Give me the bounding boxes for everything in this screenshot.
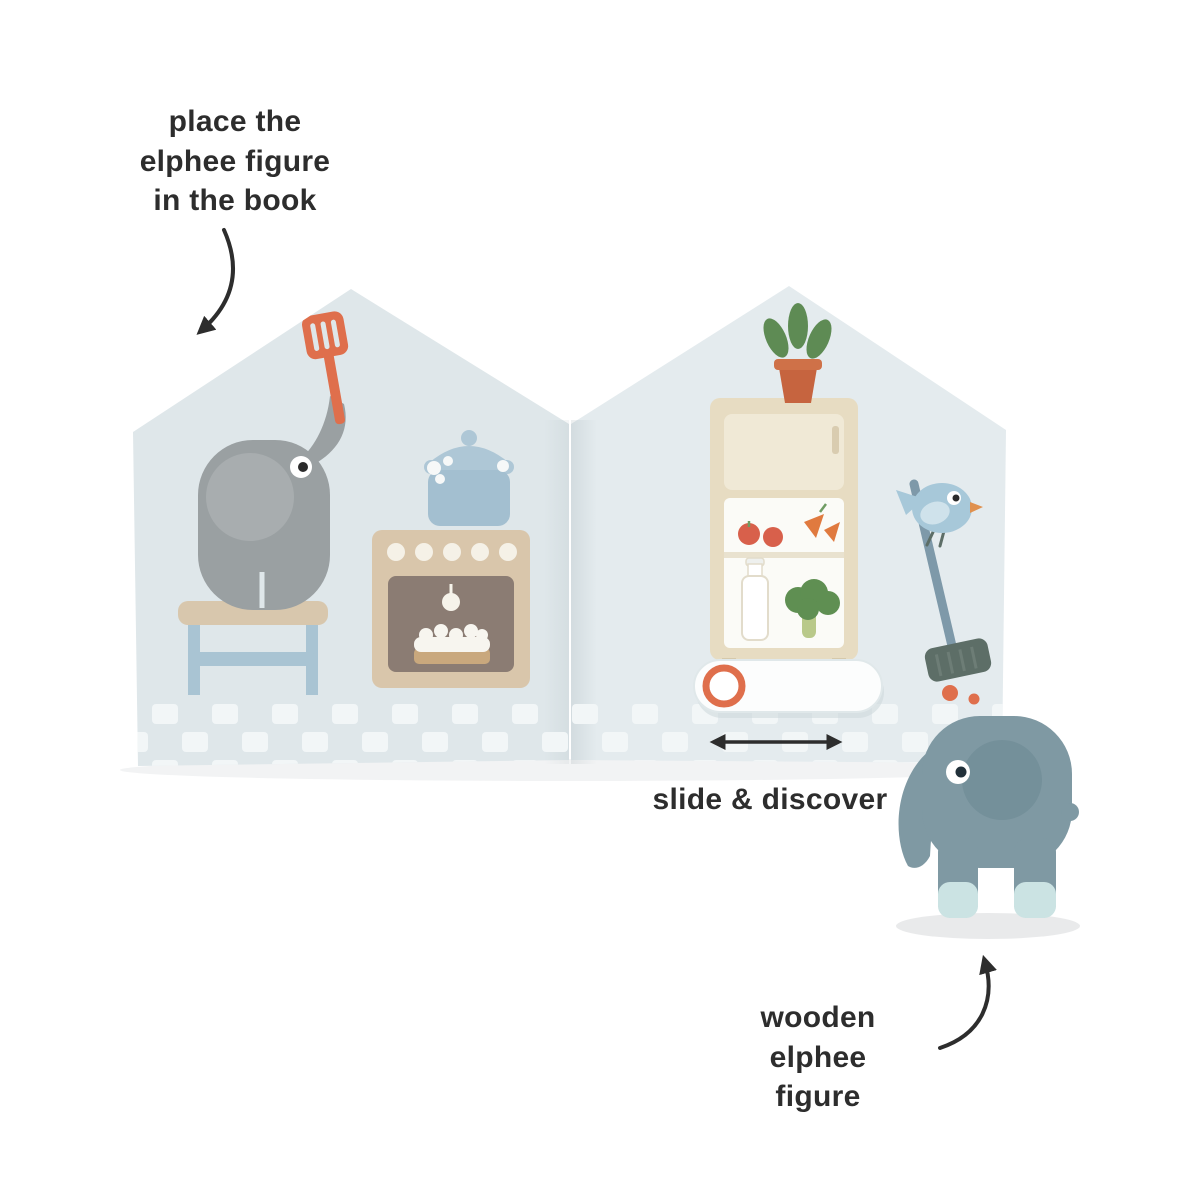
figure-tail bbox=[1061, 803, 1079, 821]
arrow-to-book bbox=[196, 228, 236, 335]
stove-knob bbox=[415, 543, 433, 561]
wooden-elephant-figure bbox=[898, 716, 1079, 918]
cake-bump bbox=[464, 624, 478, 638]
plant-pot bbox=[779, 368, 817, 403]
spatula-slot bbox=[320, 321, 330, 350]
spatula-icon bbox=[301, 311, 349, 425]
milk-bottle-icon bbox=[741, 557, 769, 641]
broom-bristle bbox=[958, 649, 966, 672]
checkered-floor-left bbox=[133, 698, 569, 766]
plant-leaf bbox=[788, 303, 808, 349]
stove-knob bbox=[471, 543, 489, 561]
milk-body bbox=[741, 575, 769, 641]
bird-wing bbox=[920, 501, 950, 525]
bird-beak bbox=[970, 502, 983, 513]
broom-bristle bbox=[970, 646, 978, 669]
carrot-icon bbox=[804, 514, 824, 538]
slider-finger-ring bbox=[702, 664, 746, 708]
plant-leaf bbox=[763, 318, 789, 358]
plant-pot-rim bbox=[774, 359, 822, 370]
cake-bump bbox=[476, 629, 488, 641]
pot-illustration bbox=[424, 430, 514, 526]
left-page-scene bbox=[133, 311, 569, 766]
apple-icon bbox=[738, 523, 760, 545]
bird-legs bbox=[925, 528, 946, 548]
broom-bristle bbox=[934, 654, 943, 677]
pot-foam bbox=[427, 461, 441, 475]
broccoli-floret bbox=[816, 591, 840, 615]
oven-lamp bbox=[442, 593, 460, 611]
fridge-handle bbox=[832, 426, 839, 454]
pot-foam bbox=[497, 460, 509, 472]
elephant-pupil bbox=[298, 462, 308, 472]
spatula-slot bbox=[330, 319, 340, 348]
stove-knob bbox=[499, 543, 517, 561]
annotation-wooden-figure: wooden elphee figure bbox=[760, 1001, 876, 1114]
fridge-illustration bbox=[710, 398, 858, 668]
bird-illustration bbox=[896, 483, 983, 548]
cake-bump bbox=[449, 628, 463, 642]
carrot-top bbox=[819, 503, 827, 513]
plant-illustration bbox=[763, 303, 832, 403]
cake-bump bbox=[434, 624, 448, 638]
pot-lid-knob bbox=[461, 430, 477, 446]
pot-body bbox=[428, 470, 510, 526]
stool-leg bbox=[306, 610, 318, 695]
annotation-place-figure: place the elphee figure in the book bbox=[139, 105, 331, 218]
elephant-ear bbox=[206, 453, 294, 541]
figure-foot-mint bbox=[938, 882, 978, 918]
cake-frosting bbox=[414, 637, 490, 652]
stool-illustration bbox=[178, 601, 328, 695]
arrow-to-figure bbox=[938, 954, 997, 1050]
book-shadow bbox=[120, 759, 1020, 781]
spatula-handle bbox=[323, 350, 345, 425]
carrot-icon bbox=[824, 522, 840, 542]
pot-foam bbox=[435, 474, 445, 484]
bird-pupil bbox=[952, 494, 960, 502]
stove-knob bbox=[443, 543, 461, 561]
spatula-slot bbox=[310, 323, 320, 351]
plant-leaf bbox=[806, 319, 832, 359]
broccoli-icon bbox=[785, 579, 840, 638]
figure-pupil bbox=[955, 766, 967, 778]
crumb-dot bbox=[968, 693, 980, 705]
cake-bump bbox=[419, 628, 433, 642]
stove-illustration bbox=[372, 530, 530, 688]
bird-tail bbox=[896, 490, 924, 515]
stove-knob bbox=[387, 543, 405, 561]
stool-leg bbox=[188, 610, 200, 695]
broom-head bbox=[924, 638, 992, 682]
broccoli-floret bbox=[797, 598, 819, 620]
fridge-top-door bbox=[724, 414, 844, 490]
slider-illustration bbox=[693, 659, 884, 718]
elephant-illustration bbox=[198, 396, 346, 610]
apple-icon bbox=[763, 527, 783, 547]
annotation-slide-discover: slide & discover bbox=[652, 783, 888, 816]
pot-foam bbox=[443, 456, 453, 466]
right-page-scene bbox=[571, 303, 1006, 763]
figure-ear bbox=[962, 740, 1042, 820]
figure-shadow bbox=[896, 913, 1080, 939]
figure-foot-mint bbox=[1014, 882, 1056, 918]
fridge-shelf bbox=[724, 552, 844, 558]
stool-rail bbox=[190, 652, 316, 666]
broom-bristle bbox=[946, 651, 955, 674]
crumb-dot bbox=[942, 685, 958, 701]
